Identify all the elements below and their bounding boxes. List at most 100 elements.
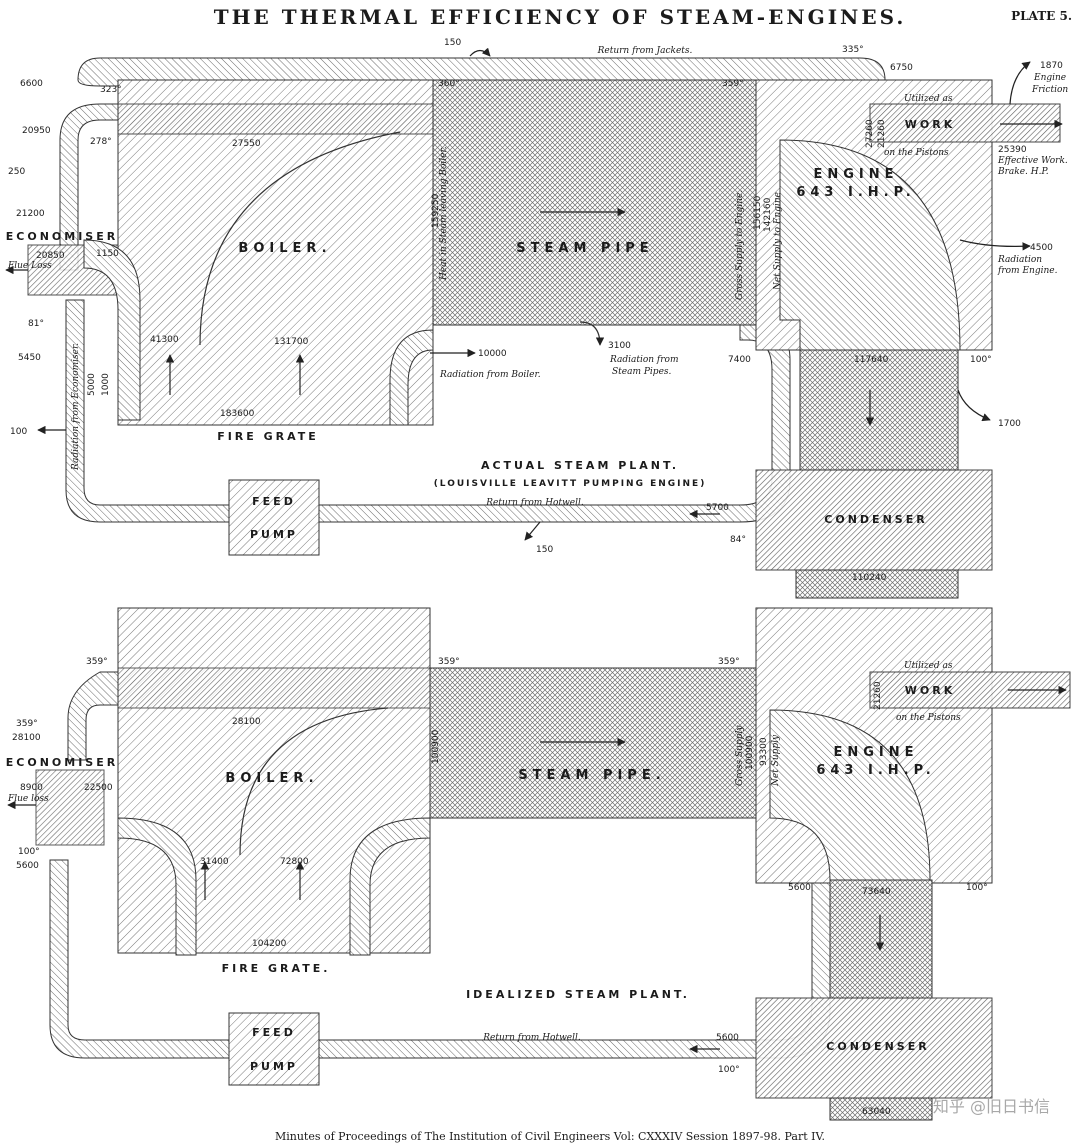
ideal-value-5600-c: 5600: [716, 1033, 739, 1043]
value-20950: 20950: [22, 126, 51, 136]
value-131700: 131700: [274, 337, 309, 347]
value-156150: 156150: [753, 195, 763, 230]
loss-150-arrow: [524, 521, 541, 541]
radiation-pipes-label-1: Radiation from: [609, 355, 679, 365]
value-5450: 5450: [18, 353, 41, 363]
value-6750: 6750: [890, 63, 913, 73]
ideal-feed-pump-block: [228, 1012, 320, 1086]
value-278: 278°: [90, 137, 112, 147]
ideal-value-21260: 21260: [873, 681, 883, 710]
flue-loss-label: Flue Loss: [7, 261, 52, 271]
boiler-flame-curve: [199, 131, 401, 346]
value-21200: 21200: [16, 209, 45, 219]
value-150-jacket: 150: [444, 38, 461, 48]
effective-work-label-2: Brake. H.P.: [997, 167, 1049, 177]
ideal-value-72800: 72800: [280, 857, 309, 867]
effective-work-label-1: Effective Work.: [997, 156, 1068, 166]
ideal-value-63040: 63040: [862, 1107, 891, 1117]
value-81: 81°: [28, 319, 44, 329]
value-117640: 117640: [854, 355, 889, 365]
value-359: 359°: [722, 79, 744, 89]
ideal-flue-loss-label: Flue loss: [7, 794, 49, 804]
return-jackets-label: Return from Jackets.: [597, 46, 693, 56]
ideal-economiser-block: [35, 769, 105, 846]
ideal-gross-supply-label: Gross Supply: [735, 725, 745, 786]
ideal-work-label: WORK: [905, 684, 955, 697]
loss-1700-arrow: [957, 389, 991, 422]
ideal-value-100deg-b: 100°: [966, 883, 988, 893]
value-110240: 110240: [852, 573, 887, 583]
value-20850: 20850: [36, 251, 65, 261]
ideal-condenser-label: CONDENSER: [826, 1040, 929, 1053]
ideal-engine-bend: [769, 709, 931, 881]
value-335: 335°: [842, 45, 864, 55]
engine-exhaust-bend: [779, 139, 961, 351]
engine-condenser-duct: [799, 349, 959, 471]
ideal-value-93300: 93300: [759, 737, 769, 766]
net-supply-label: Net Supply to Engine: [773, 192, 783, 291]
ideal-on-pistons-label: on the Pistons: [896, 713, 961, 723]
ideal-condenser-block: [755, 997, 993, 1099]
ideal-net-supply-label: Net Supply: [771, 734, 781, 787]
ideal-value-5600-b: 5600: [788, 883, 811, 893]
value-10000: 10000: [478, 349, 507, 359]
value-100: 100: [10, 427, 27, 437]
pipe-radiation-line: [579, 321, 605, 346]
value-7400: 7400: [728, 355, 751, 365]
boiler-radiation-bend: [389, 329, 434, 426]
ideal-value-100900-b: 100900: [745, 735, 755, 770]
ideal-engine-hp-label: 643 I.H.P.: [816, 763, 935, 778]
ideal-engine-condenser-duct: [829, 879, 933, 999]
ideal-utilized-label: Utilized as: [904, 661, 953, 671]
pump-label: PUMP: [250, 528, 298, 541]
actual-plant: BOILER. STEAM PIPE ENGINE 643 I.H.P. CON…: [5, 38, 1068, 599]
ideal-fire-grate-label: FIRE GRATE.: [222, 962, 331, 975]
value-1870: 1870: [1040, 61, 1063, 71]
value-4500: 4500: [1030, 243, 1053, 253]
value-5000: 5000: [87, 373, 97, 396]
radiation-economiser-label: Radiation from Economiser.: [71, 343, 81, 471]
ideal-plant: BOILER. STEAM PIPE. ENGINE 643 I.H.P. CO…: [6, 607, 1071, 1121]
radiation-boiler-label: Radiation from Boiler.: [439, 370, 541, 380]
ideal-value-8900: 8900: [20, 783, 43, 793]
value-41300: 41300: [150, 335, 179, 345]
ideal-engine-label: ENGINE: [833, 745, 918, 760]
gross-supply-label: Gross Supply to Engine.: [735, 190, 745, 300]
ideal-value-5600-a: 5600: [16, 861, 39, 871]
condenser-outlet: [795, 569, 959, 599]
ideal-value-100900-a: 100900: [431, 729, 441, 764]
feed-pump-block: [228, 479, 320, 556]
jacket-top-arrow: [469, 47, 491, 57]
work-output: [869, 103, 1061, 143]
value-6600: 6600: [20, 79, 43, 89]
utilized-label: Utilized as: [904, 94, 953, 104]
value-25390: 25390: [998, 145, 1027, 155]
ideal-steam-pipe-block: [429, 667, 757, 819]
value-183600: 183600: [220, 409, 255, 419]
ideal-economiser-bend: [67, 671, 121, 761]
ideal-steam-pipe-label: STEAM PIPE.: [518, 768, 665, 783]
value-150-hotwell: 150: [536, 545, 553, 555]
ideal-feed-label: FEED: [252, 1026, 296, 1039]
radiation-engine-label-1: Radiation: [997, 255, 1042, 265]
value-142160: 142160: [763, 197, 773, 232]
feed-label: FEED: [252, 495, 296, 508]
value-21260: 21260: [877, 119, 887, 148]
actual-subcaption: (LOUISVILLE LEAVITT PUMPING ENGINE): [434, 479, 707, 489]
ideal-pump-label: PUMP: [250, 1060, 298, 1073]
engine-label: ENGINE: [813, 167, 898, 182]
ideal-value-28100-a: 28100: [12, 733, 41, 743]
steam-pipe-block: [432, 79, 757, 326]
ideal-value-359-d: 359°: [16, 719, 38, 729]
friction-label-2: Friction: [1031, 85, 1068, 95]
value-27550: 27550: [232, 139, 261, 149]
plate-footer: Minutes of Proceedings of The Institutio…: [275, 1130, 825, 1143]
ideal-value-359-c: 359°: [718, 657, 740, 667]
ideal-condenser-outlet: [829, 1097, 933, 1121]
radiation-engine-arrow: [959, 239, 1031, 251]
friction-arrow: [1009, 61, 1031, 105]
value-84: 84°: [730, 535, 746, 545]
work-label: WORK: [905, 118, 955, 131]
value-5700: 5700: [706, 503, 729, 513]
